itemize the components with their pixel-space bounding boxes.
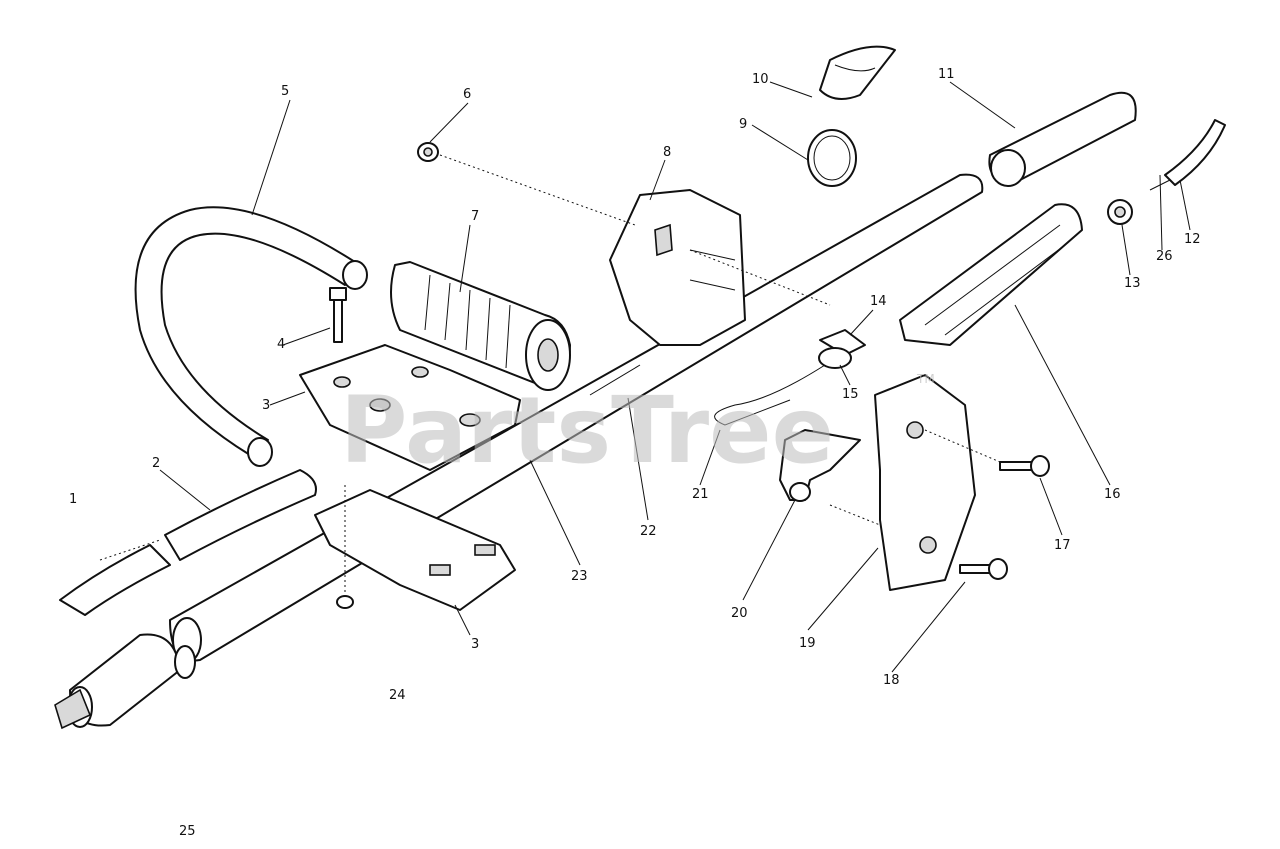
callout-11: 11 [938,67,955,82]
leader-lines [159,81,1191,673]
callout-2: 2 [152,456,160,471]
callout-18: 18 [883,673,900,688]
housing-bracket [609,189,746,346]
callout-24: 24 [389,688,406,703]
callout-15: 15 [842,387,859,402]
callout-4: 4 [277,337,285,352]
callout-16: 16 [1104,487,1121,502]
throttle-housing [899,203,1083,346]
outer-shield-halves [59,469,317,616]
watermark-text: PartsTree [340,377,834,484]
callout-19: 19 [799,636,816,651]
callout-20: 20 [731,606,748,621]
callout-12: 12 [1184,232,1201,247]
clamp-lower [314,489,516,611]
screw-lower [959,558,1008,580]
stop-switch [714,329,866,426]
callout-9: 9 [739,117,747,132]
callout-13: 13 [1124,276,1141,291]
bushing [1107,199,1133,225]
handle-grip [390,261,571,391]
callout-6: 6 [463,87,471,102]
parts-tree-watermark: PartsTree TM [340,372,935,484]
callout-23: 23 [571,569,588,584]
upper-tube [988,91,1137,187]
loop-handle [134,206,368,467]
callout-8: 8 [663,145,671,160]
callout-17: 17 [1054,538,1071,553]
callout-3a: 3 [262,398,270,413]
throttle-trigger [779,429,861,502]
callout-10: 10 [752,72,769,87]
callout-25: 25 [179,824,196,839]
screw-upper [999,455,1050,477]
shaft-coupling [54,633,196,730]
bolt [329,287,347,343]
alignment-lines [344,154,1001,595]
flex-cable [1149,119,1226,191]
nut [417,142,439,162]
callout-21: 21 [692,487,709,502]
spring-clip [819,45,896,100]
side-cover [874,374,976,591]
callout-7: 7 [471,209,479,224]
callout-26: 26 [1156,249,1173,264]
callout-5: 5 [281,84,289,99]
callout-14: 14 [870,294,887,309]
watermark-tm: TM [916,372,935,386]
callout-labels: 1 2 3 3 4 5 6 7 8 9 10 11 12 13 14 15 16… [69,67,1201,839]
clamp-upper [299,344,521,471]
callout-1: 1 [69,492,77,507]
callout-22: 22 [640,524,657,539]
callout-3b: 3 [471,637,479,652]
retaining-ring [807,129,857,187]
